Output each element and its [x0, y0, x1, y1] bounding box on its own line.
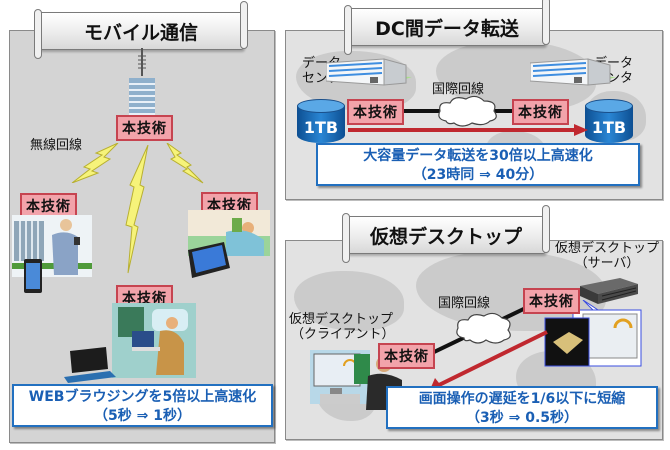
- dc-title-banner: DC間データ転送: [344, 0, 550, 55]
- cloud-icon: [456, 312, 511, 344]
- tech-badge-smartphone: 本技術: [20, 193, 77, 219]
- vdi-title: 仮想デスクトップ: [369, 225, 522, 248]
- mobile-title-banner: モバイル通信: [34, 1, 248, 59]
- mobile-title: モバイル通信: [83, 21, 198, 44]
- vdi-server-label-line1: 仮想デスクトップ: [555, 241, 660, 256]
- server-rack-icon: [580, 278, 638, 304]
- vdi-title-banner: 仮想デスクトップ: [342, 205, 550, 263]
- vdi-server-label: 仮想デスクトップ （サーバ）: [555, 241, 659, 271]
- scroll-curl-left: [342, 213, 350, 263]
- lightning-bolt-icon: [125, 145, 149, 274]
- antenna-tower-icon: [129, 48, 155, 120]
- dc-title: DC間データ転送: [375, 17, 519, 40]
- lightning-bolt-icon: [71, 143, 119, 183]
- vdi-client-label-line2: （クライアント）: [291, 327, 395, 342]
- vdi-result-box: 画面操作の遅延を1/6以下に短縮 （3秒 ⇒ 0.5秒）: [386, 386, 658, 429]
- scroll-curl-left: [34, 9, 42, 59]
- vdi-result-line2: （3秒 ⇒ 0.5秒）: [465, 410, 579, 426]
- tech-badge-dc-right: 本技術: [512, 99, 569, 125]
- scroll-curl-right: [542, 0, 550, 45]
- dc-result-box: 大容量データ転送を30倍以上高速化 （23時同 ⇒ 40分）: [316, 143, 640, 186]
- lightning-bolt-icon: [166, 143, 204, 184]
- tech-badge-dc-left: 本技術: [347, 99, 404, 125]
- businessman-smartphone-illustration: [12, 215, 92, 293]
- mobile-result-line1: WEBブラウジングを5倍以上高速化: [28, 389, 257, 405]
- dc-line-label: 国際回線: [432, 82, 485, 97]
- tech-badge-vdi-server: 本技術: [523, 288, 580, 314]
- cloud-icon: [438, 95, 497, 127]
- vdi-server-label-line2: （サーバ）: [574, 256, 640, 271]
- mobile-result-line2: （5秒 ⇒ 1秒）: [94, 408, 191, 424]
- dc-result-line2: （23時同 ⇒ 40分）: [412, 167, 544, 183]
- scroll-curl-left: [344, 5, 352, 55]
- vdi-result-line1: 画面操作の遅延を1/6以下に短縮: [418, 391, 626, 407]
- tech-badge-tower: 本技術: [116, 115, 173, 141]
- laptop-user-illustration: [64, 303, 196, 383]
- scroll-curl-right: [240, 1, 248, 49]
- wireless-line-label: 無線回線: [30, 138, 83, 153]
- woman-tablet-illustration: [188, 210, 270, 278]
- vdi-client-label-line1: 仮想デスクトップ: [289, 312, 394, 327]
- tech-badge-vdi-client: 本技術: [378, 343, 435, 369]
- dc-result-line1: 大容量データ転送を30倍以上高速化: [363, 148, 593, 164]
- server-screen-illustration: [544, 300, 642, 367]
- storage-right-icon: 1TB: [585, 99, 633, 143]
- datacenter-building-icon: [530, 58, 616, 86]
- vdi-client-label: 仮想デスクトップ （クライアント）: [289, 312, 394, 342]
- scroll-curl-right: [542, 205, 550, 253]
- transfer-arrow: [348, 124, 588, 136]
- mobile-result-box: WEBブラウジングを5倍以上高速化 （5秒 ⇒ 1秒）: [12, 384, 273, 427]
- datacenter-building-icon: [326, 58, 412, 86]
- vdi-line-label: 国際回線: [438, 296, 491, 311]
- storage-left-icon: 1TB: [297, 99, 345, 143]
